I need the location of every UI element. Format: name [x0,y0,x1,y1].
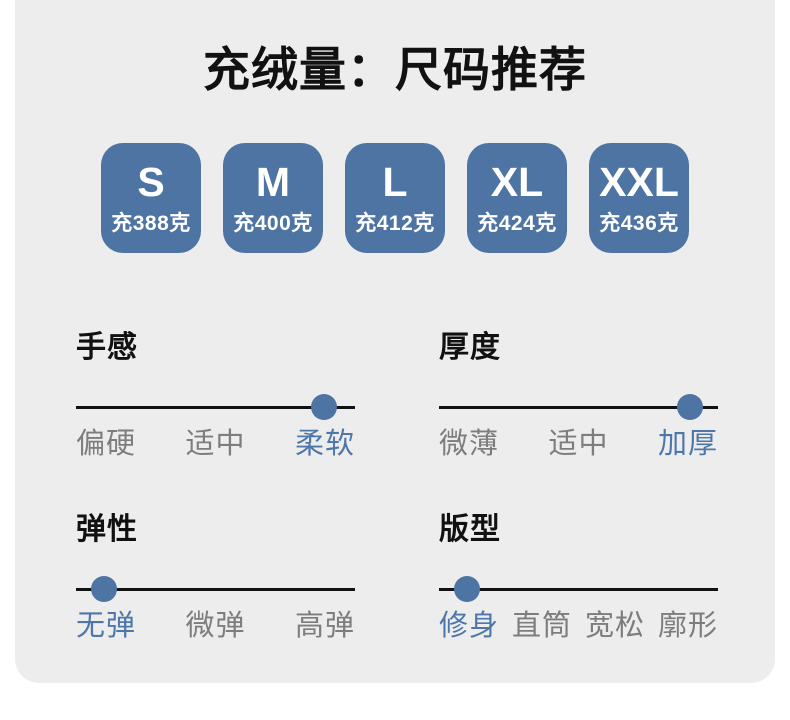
slider-option-selected: 柔软 [294,428,355,460]
slider-option-labels: 微薄 适中 加厚 [439,426,718,462]
size-label: XL [490,159,544,205]
slider-dot-icon [677,394,704,420]
slider-dot-icon [90,576,117,602]
slider-track [439,576,718,602]
section-title: 充绒量：尺码推荐 [203,43,587,96]
attribute-slider: 厚度 微薄 适中 加厚 [439,330,718,462]
size-badge-row: S 充388克 M 充400克 L 充412克 XL 充424克 XXL 充43… [15,143,775,253]
slider-option: 适中 [185,428,246,460]
slider-dot-icon [311,394,338,420]
attribute-name: 版型 [439,513,501,546]
fill-weight-label: 充400克 [233,212,313,235]
slider-option-selected: 修身 [439,610,500,642]
attribute-name: 厚度 [439,331,501,364]
slider-option: 微弹 [185,610,246,642]
slider-track [76,394,355,420]
slider-option: 微薄 [439,428,500,460]
size-label: XXL [599,159,679,205]
slider-line [439,405,718,409]
fill-weight-label: 充436克 [599,212,679,235]
attribute-name: 手感 [76,331,138,364]
slider-option: 高弹 [294,610,355,642]
attribute-slider: 弹性 无弹 微弹 高弹 [76,512,355,644]
slider-line [76,405,355,409]
slider-track [439,394,718,420]
size-recommendation-card: 充绒量：尺码推荐 S 充388克 M 充400克 L 充412克 XL 充424… [15,0,775,683]
size-badge: L 充412克 [345,143,445,253]
attribute-slider: 手感 偏硬 适中 柔软 [76,330,355,462]
slider-option: 偏硬 [76,428,137,460]
slider-option-labels: 无弹 微弹 高弹 [76,608,355,644]
slider-option-labels: 偏硬 适中 柔软 [76,426,355,462]
slider-line [76,587,355,591]
size-badge: XXL 充436克 [589,143,689,253]
slider-option: 直筒 [511,610,572,642]
slider-dot-icon [453,576,480,602]
slider-option: 宽松 [584,610,645,642]
slider-line [439,587,718,591]
slider-option: 廓形 [657,610,718,642]
slider-option-labels: 修身直筒宽松廓形 [439,608,718,644]
slider-option-selected: 无弹 [76,610,137,642]
fill-weight-label: 充424克 [477,212,557,235]
attribute-slider-grid: 手感 偏硬 适中 柔软 厚度 微薄 适中 加厚 弹性 无弹 微弹 高弹 版型 修身直筒宽松廓… [15,330,775,644]
size-badge: XL 充424克 [467,143,567,253]
size-badge: S 充388克 [101,143,201,253]
size-label: L [382,159,408,205]
fill-weight-label: 充388克 [111,212,191,235]
slider-option-selected: 加厚 [657,428,718,460]
size-label: S [137,159,165,205]
attribute-name: 弹性 [76,513,138,546]
fill-weight-label: 充412克 [355,212,435,235]
slider-track [76,576,355,602]
size-badge: M 充400克 [223,143,323,253]
attribute-slider: 版型 修身直筒宽松廓形 [439,512,718,644]
size-label: M [255,159,291,205]
slider-option: 适中 [548,428,609,460]
